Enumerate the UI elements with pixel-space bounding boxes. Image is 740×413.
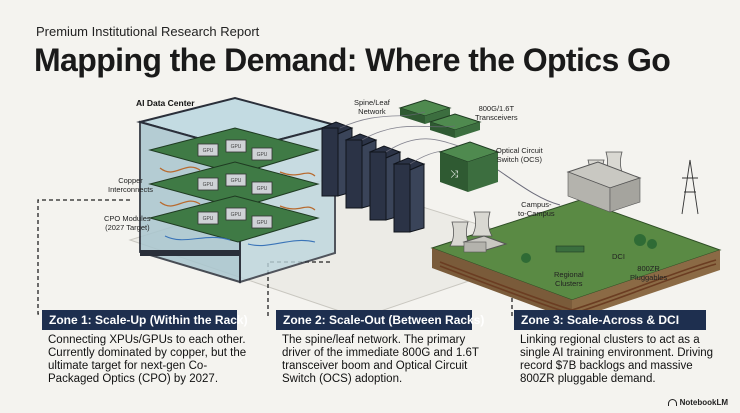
leader-zone2: [267, 261, 330, 316]
brand-logo: NotebookLM: [667, 398, 728, 407]
chip-label: GPU: [203, 148, 214, 154]
campus-label: Campus- to-Campus: [518, 200, 555, 218]
ai-rack: GPU GPU GPU GPU GPU GPU GPU GPU GPU: [136, 96, 339, 284]
dci-landscape: [430, 151, 722, 320]
copper-interconnects-label: Copper Interconnects: [108, 176, 154, 194]
chip-label: GPU: [231, 212, 242, 218]
chip-label: GPU: [257, 186, 268, 192]
ocs-label: Optical Circuit Switch (OCS): [496, 146, 543, 164]
svg-text:⤨: ⤨: [450, 169, 458, 180]
ocs-switch: ⤨: [438, 141, 500, 192]
cpo-modules-label: CPO Modules (2027 Target): [104, 214, 151, 232]
transceivers-label: 800G/1.6T Transceivers: [475, 104, 518, 122]
zone3-title: Zone 3: Scale-Across & DCI: [514, 310, 706, 330]
ai-data-center-label: AI Data Center: [136, 98, 195, 108]
chip-label: GPU: [203, 182, 214, 188]
chip-label: GPU: [257, 152, 268, 158]
server-racks: [320, 121, 426, 233]
zone2-title: Zone 2: Scale-Out (Between Racks): [276, 310, 484, 330]
brand-name: NotebookLM: [679, 398, 728, 407]
chip-label: GPU: [231, 178, 242, 184]
regional-clusters-label: Regional Clusters: [554, 270, 584, 288]
eyebrow: Premium Institutional Research Report: [36, 24, 260, 39]
dci-label: DCI: [612, 252, 625, 261]
zone1-body: Connecting XPUs/GPUs to each other. Curr…: [48, 334, 247, 385]
spine-switches: [398, 99, 482, 138]
zone3-body: Linking regional clusters to act as a si…: [520, 334, 714, 385]
zone2-body: The spine/leaf network. The primary driv…: [282, 334, 479, 385]
chip-label: GPU: [231, 144, 242, 150]
chip-label: GPU: [257, 220, 268, 226]
notebooklm-icon: [667, 399, 677, 406]
zone1-title: Zone 1: Scale-Up (Within the Rack): [42, 310, 248, 330]
zr-pluggables-label: 800ZR Pluggables: [630, 264, 668, 282]
chip-label: GPU: [203, 216, 214, 222]
page-title: Mapping the Demand: Where the Optics Go: [34, 42, 671, 78]
spine-leaf-label: Spine/Leaf Network: [354, 98, 390, 116]
